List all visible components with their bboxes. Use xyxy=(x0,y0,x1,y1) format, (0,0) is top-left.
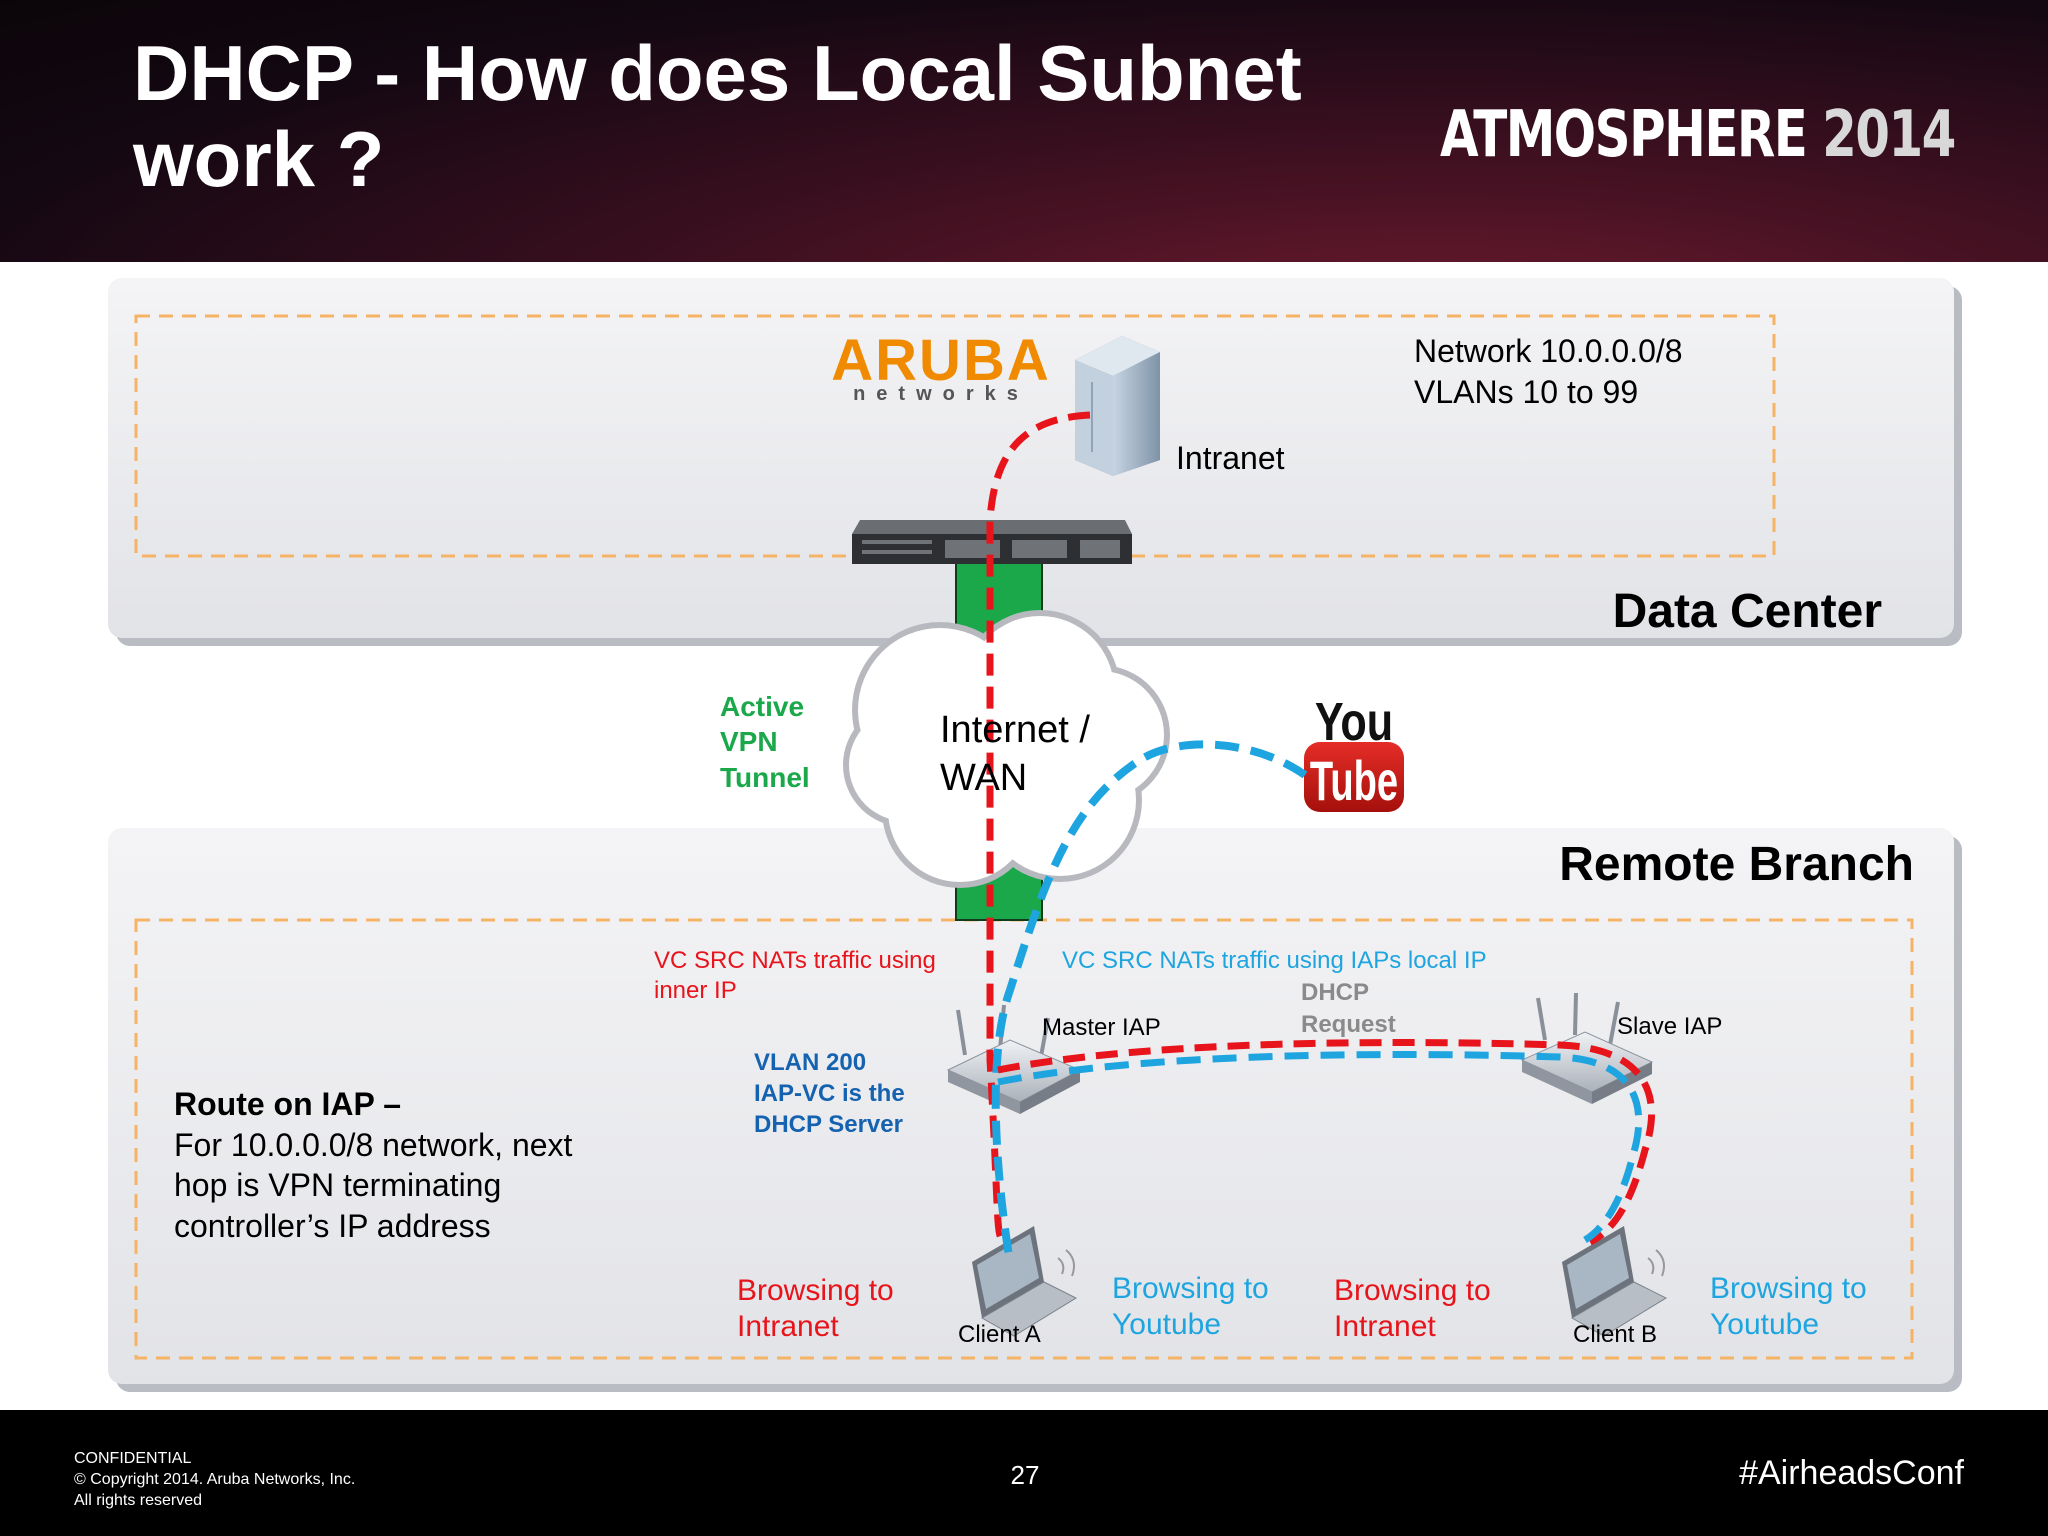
aruba-networks-logo: ARUBA networks xyxy=(831,328,1050,405)
blue-nat-label: VC SRC NATs traffic using IAPs local IP xyxy=(1062,947,1487,974)
title-line-2: work ? xyxy=(133,115,385,203)
dhcp-label-line-1: DHCP xyxy=(1301,979,1369,1006)
slide-header: DHCP - How does Local Subnet work ? ATMO… xyxy=(0,0,2048,262)
vpn-label-line-2: VPN xyxy=(720,726,778,757)
cloud-label-line-2: WAN xyxy=(940,757,1027,799)
youtube-path-blue xyxy=(991,740,1308,1263)
intranet-label: Intranet xyxy=(1176,440,1285,476)
dhcp-label-line-2: Request xyxy=(1301,1011,1396,1038)
brand-name: ATMOSPHERE xyxy=(1440,98,1808,172)
vpn-label-line-1: Active xyxy=(720,691,804,722)
route-line-1: For 10.0.0.0/8 network, next xyxy=(174,1127,573,1163)
network-label-line-1: Network 10.0.0.0/8 xyxy=(1414,333,1683,369)
slave-iap-label: Slave IAP xyxy=(1617,1013,1722,1040)
client-a-laptop-icon xyxy=(972,1226,1078,1337)
slide-title: DHCP - How does Local Subnet work ? xyxy=(133,30,1413,202)
client-a-label: Client A xyxy=(958,1321,1041,1348)
master-iap-icon xyxy=(946,1004,1082,1114)
red-nat-label-line-2: inner IP xyxy=(654,977,737,1004)
red-nat-label-line-1: VC SRC NATs traffic using xyxy=(654,947,936,974)
route-line-3: controller’s IP address xyxy=(174,1208,491,1244)
vlan-label-line-1: VLAN 200 xyxy=(754,1049,866,1076)
branch-label: Remote Branch xyxy=(1559,838,1914,891)
intranet-path-red xyxy=(986,411,1091,1244)
vpn-label-line-3: Tunnel xyxy=(720,762,810,793)
client-b-laptop-icon xyxy=(1562,1226,1668,1337)
rights-label: All rights reserved xyxy=(74,1492,203,1509)
intranet-server-icon xyxy=(1075,336,1160,476)
client-b-youtube-label-line-2: Youtube xyxy=(1710,1308,1819,1341)
youtube-logo-tube: Tube xyxy=(1310,751,1398,813)
aruba-logo-text: ARUBA xyxy=(831,328,1050,393)
client-a-youtube-label-line-2: Youtube xyxy=(1112,1308,1221,1341)
client-b-intranet-label-line-1: Browsing to xyxy=(1334,1274,1491,1307)
atmosphere-logo: ATMOSPHERE 2014 xyxy=(1440,98,1956,172)
confidential-notice: CONFIDENTIAL © Copyright 2014. Aruba Net… xyxy=(74,1448,355,1511)
network-diagram: ARUBA networks You Tube xyxy=(108,278,1962,1392)
copyright-label: © Copyright 2014. Aruba Networks, Inc. xyxy=(74,1471,356,1488)
dhcp-path-blue xyxy=(997,1051,1643,1244)
client-a-youtube-label-line-1: Browsing to xyxy=(1112,1272,1269,1305)
network-label-line-2: VLANs 10 to 99 xyxy=(1414,374,1638,410)
client-b-youtube-label-line-1: Browsing to xyxy=(1710,1272,1867,1305)
youtube-logo: You Tube xyxy=(1304,693,1404,813)
client-a-intranet-label-line-2: Intranet xyxy=(737,1310,839,1343)
cloud-icon xyxy=(843,610,1170,888)
aruba-logo-subtext: networks xyxy=(853,383,1029,405)
route-line-2: hop is VPN terminating xyxy=(174,1167,501,1203)
route-title: Route on IAP – xyxy=(174,1086,401,1122)
cloud-label-line-1: Internet / xyxy=(940,709,1090,751)
dhcp-path-red xyxy=(997,1039,1656,1246)
datacenter-panel xyxy=(108,278,1962,646)
vlan-label-line-3: DHCP Server xyxy=(754,1111,903,1138)
client-a-intranet-label-line-1: Browsing to xyxy=(737,1274,894,1307)
datacenter-label: Data Center xyxy=(1613,585,1882,638)
title-line-1: DHCP - How does Local Subnet xyxy=(133,29,1302,117)
client-b-label: Client B xyxy=(1573,1321,1657,1348)
client-b-intranet-label-line-2: Intranet xyxy=(1334,1310,1436,1343)
hashtag-label: #AirheadsConf xyxy=(1739,1454,1964,1492)
vlan-label-line-2: IAP-VC is the xyxy=(754,1080,905,1107)
page-number: 27 xyxy=(1010,1460,1040,1490)
confidential-label: CONFIDENTIAL xyxy=(74,1450,192,1467)
brand-year: 2014 xyxy=(1822,98,1956,172)
master-iap-label: Master IAP xyxy=(1042,1014,1161,1041)
slide-footer: CONFIDENTIAL © Copyright 2014. Aruba Net… xyxy=(0,1410,2048,1536)
